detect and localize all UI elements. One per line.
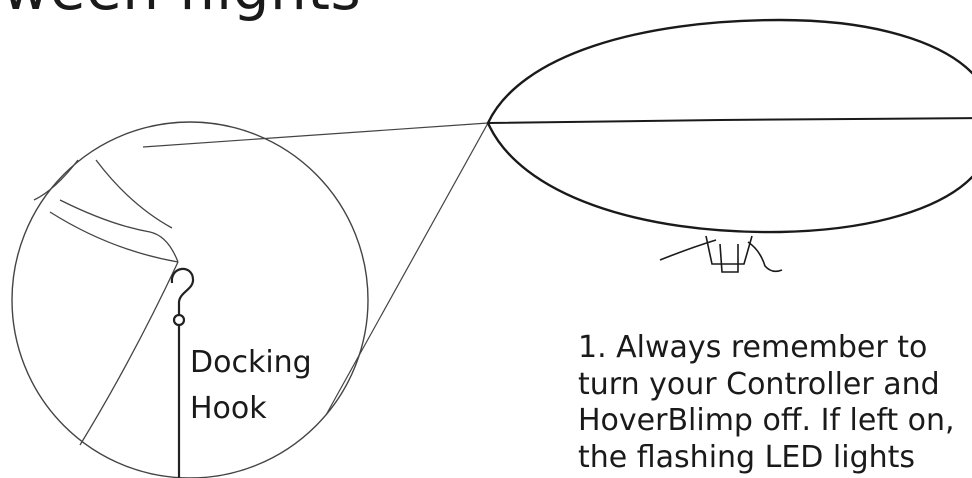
gondola-detail bbox=[33, 159, 179, 446]
zoom-line-top bbox=[142, 122, 489, 148]
blimp-envelope bbox=[486, 18, 972, 234]
docking-label: Docking bbox=[190, 345, 312, 380]
instruction-line: turn your Controller and bbox=[578, 366, 940, 402]
instruction-line: HoverBlimp off. If left on, bbox=[578, 403, 955, 439]
zoom-line-bottom bbox=[325, 122, 489, 416]
instructions-text: 1. Always remember to turn your Controll… bbox=[578, 330, 972, 476]
instruction-line: the flashing LED lights bbox=[578, 439, 916, 475]
hook-label: Hook bbox=[190, 391, 267, 426]
blimp-gondola bbox=[659, 235, 783, 273]
docking-hook-icon bbox=[170, 267, 195, 478]
instruction-line: 1. Always remember to bbox=[578, 330, 928, 365]
page-heading: ween flights bbox=[2, 0, 361, 18]
magnifier-circle bbox=[11, 121, 369, 478]
